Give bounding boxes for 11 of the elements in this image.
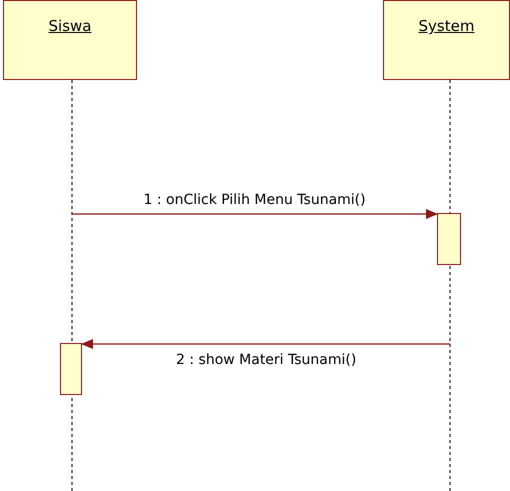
lifeline: [449, 80, 451, 491]
message-arrow: [72, 209, 438, 219]
participant-box: [3, 0, 137, 80]
message-label: 2 : show Materi Tsunami(): [176, 352, 356, 368]
message-arrow: [81, 339, 450, 349]
activation-bar: [437, 213, 461, 265]
activation-bar: [60, 343, 82, 395]
message-label: 1 : onClick Pilih Menu Tsunami(): [144, 192, 366, 208]
participant-box: [383, 0, 510, 80]
participant-name: Siswa: [48, 17, 92, 35]
participant-name: System: [418, 17, 474, 35]
